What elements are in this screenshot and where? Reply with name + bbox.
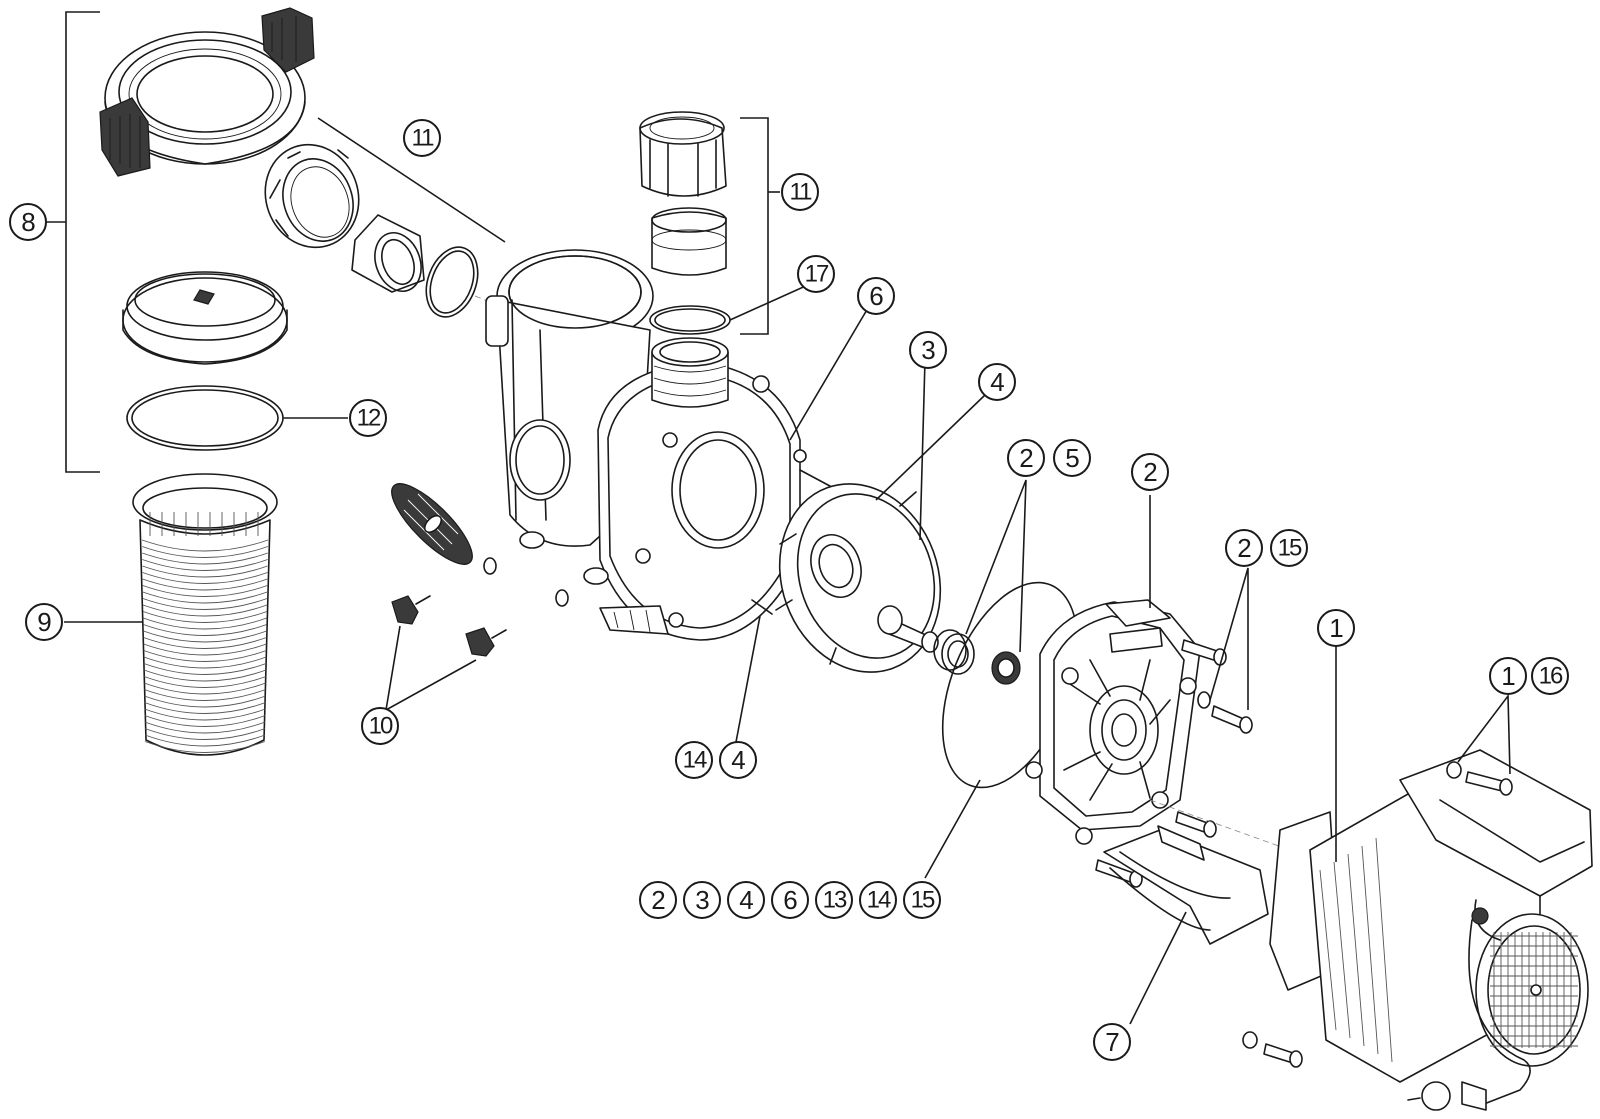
callout-9: 9 [25, 603, 63, 641]
svg-text:6: 6 [869, 281, 883, 311]
svg-text:16: 16 [1539, 663, 1563, 690]
callout-group-13: 13 [815, 881, 853, 919]
union-tail-left [351, 214, 425, 293]
svg-text:14: 14 [683, 747, 707, 774]
shaft-seal [933, 479, 1027, 685]
callout-2-15-b: 15 [1270, 529, 1308, 567]
callout-2-5-a: 2 [1007, 439, 1045, 477]
union-tail-right [651, 207, 727, 276]
svg-text:10: 10 [369, 713, 393, 740]
washer-small-1 [483, 557, 497, 575]
motor-support [1103, 825, 1269, 1025]
adapter-bolts [1095, 567, 1253, 888]
callout-17: 17 [797, 255, 835, 293]
callout-8: 8 [9, 203, 47, 241]
callout-group-15: 15 [903, 881, 941, 919]
callout-group-14: 14 [859, 881, 897, 919]
svg-text:17: 17 [805, 261, 829, 288]
svg-text:4: 4 [739, 885, 753, 915]
motor-bolts [1242, 693, 1513, 1068]
lid-o-ring [126, 385, 348, 451]
fan-cover-grid [1490, 932, 1578, 1048]
diffuser-cover [391, 483, 473, 565]
svg-text:9: 9 [37, 607, 51, 637]
callout-14-4-b: 4 [719, 741, 757, 779]
pump-housing [485, 249, 861, 641]
callout-group-2: 2 [639, 881, 677, 919]
callout-1-16-b: 16 [1531, 657, 1569, 695]
impeller [775, 359, 986, 673]
svg-text:11: 11 [790, 179, 813, 206]
callout-1-16-a: 1 [1489, 657, 1527, 695]
svg-text:13: 13 [823, 887, 847, 914]
callout-1: 1 [1317, 609, 1355, 647]
svg-text:6: 6 [783, 885, 797, 915]
callout-2-5-b: 5 [1053, 439, 1091, 477]
callout-6: 6 [857, 277, 895, 315]
callout-7: 7 [1093, 1023, 1131, 1061]
union-nut-right [639, 111, 727, 197]
callout-group-3: 3 [683, 881, 721, 919]
svg-text:2: 2 [1143, 457, 1157, 487]
basket-mesh [141, 512, 269, 753]
union-o-ring-left [425, 246, 479, 318]
lid-locking-ring [99, 7, 315, 177]
svg-text:2: 2 [1237, 533, 1251, 563]
svg-text:2: 2 [651, 885, 665, 915]
motor [1269, 646, 1593, 1111]
union-nut-left [264, 143, 360, 249]
callout-group-6: 6 [771, 881, 809, 919]
svg-text:4: 4 [731, 745, 745, 775]
strainer-lid [122, 271, 288, 365]
svg-text:5: 5 [1065, 443, 1079, 473]
pin [735, 599, 773, 743]
svg-text:4: 4 [990, 367, 1004, 397]
callout-2-15-a: 2 [1225, 529, 1263, 567]
svg-text:7: 7 [1105, 1027, 1119, 1057]
callout-4: 4 [978, 363, 1016, 401]
union-o-ring-right [649, 305, 731, 335]
svg-text:8: 8 [21, 207, 35, 237]
svg-text:15: 15 [911, 887, 935, 914]
motor-adapter-plate [1025, 495, 1201, 845]
svg-text:15: 15 [1278, 535, 1302, 562]
bracket-8 [42, 11, 100, 473]
washer-small-2 [555, 589, 569, 607]
callout-group-4: 4 [727, 881, 765, 919]
svg-text:11: 11 [412, 125, 435, 152]
callout-14-4-a: 14 [675, 741, 713, 779]
callout-11-left: 11 [403, 119, 441, 157]
svg-text:1: 1 [1329, 613, 1343, 643]
strainer-basket [64, 473, 278, 756]
bracket-11-right [740, 117, 769, 335]
svg-text:14: 14 [867, 887, 891, 914]
callout-11-right: 11 [781, 173, 819, 211]
callout-12: 12 [349, 399, 387, 437]
svg-text:3: 3 [921, 335, 935, 365]
callout-2: 2 [1131, 453, 1169, 491]
drain-plugs [384, 595, 507, 712]
svg-text:12: 12 [357, 405, 381, 432]
callout-10: 10 [361, 707, 399, 745]
svg-text:1: 1 [1501, 661, 1515, 691]
bracket-11-left [317, 117, 506, 243]
svg-text:3: 3 [695, 885, 709, 915]
svg-text:2: 2 [1019, 443, 1033, 473]
callout-3: 3 [909, 331, 947, 369]
